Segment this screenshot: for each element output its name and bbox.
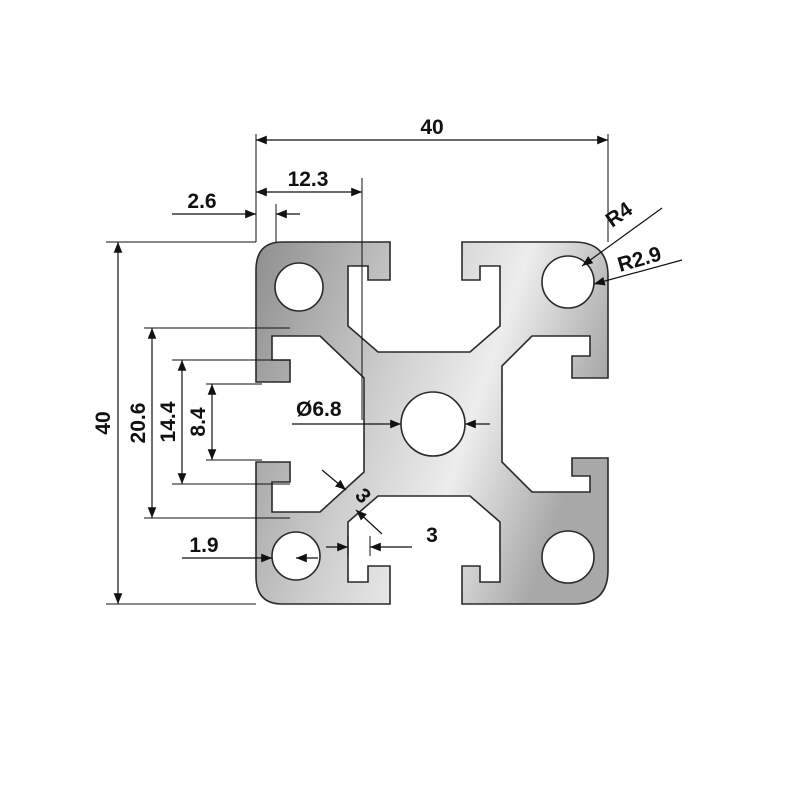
dim-depth-outer: 20.6 — [127, 403, 150, 444]
extension-lines — [106, 134, 609, 605]
center-bore — [400, 391, 466, 457]
dim-line-corner-radius — [581, 207, 663, 267]
dim-wall-thickness: 2.6 — [187, 190, 216, 213]
dim-overall-width: 40 — [420, 116, 443, 139]
dim-line-web-a — [321, 469, 347, 491]
dim-slot-offset: 12.3 — [288, 168, 329, 191]
dim-depth-mid: 14.4 — [157, 401, 180, 442]
dim-line-web-b — [355, 509, 383, 535]
corner-hole-bottom-right — [541, 530, 595, 584]
corner-hole-bottom-left — [271, 531, 321, 581]
dim-corner-radius: R4 — [602, 198, 637, 232]
dim-line-hole-radius — [593, 259, 683, 286]
profile-cross-section — [255, 241, 609, 605]
dim-slot-opening: 8.4 — [187, 407, 210, 437]
corner-hole-top-right — [541, 255, 595, 309]
dim-center-bore: Ø6.8 — [296, 398, 342, 421]
corner-hole-top-left — [274, 262, 324, 312]
dim-overall-height: 40 — [92, 411, 115, 434]
dim-rib-thickness: 3 — [426, 524, 438, 547]
dim-lip-thickness: 1.9 — [189, 534, 218, 557]
